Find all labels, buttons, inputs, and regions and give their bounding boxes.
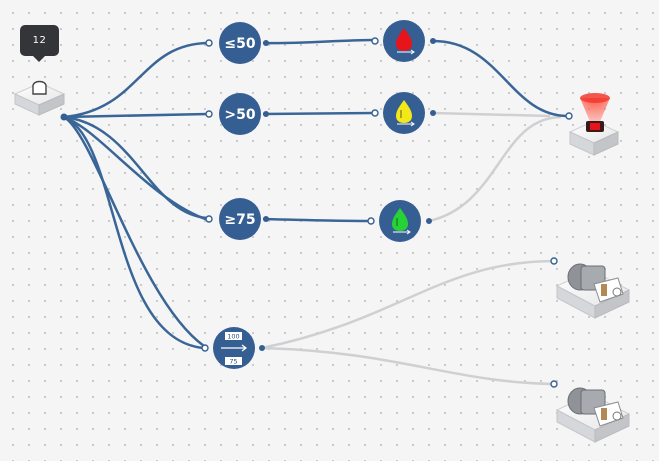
range-bottom-label: 75 (229, 358, 237, 366)
condition-node-ge75[interactable]: ≥75 (205, 198, 269, 240)
wire-map-to-motor-b[interactable] (261, 346, 554, 386)
motor-b-output-node[interactable] (550, 380, 631, 443)
wire-source-to-ge75-b[interactable] (63, 115, 209, 222)
wire-red-to-light[interactable] (432, 39, 568, 118)
red-drop-node[interactable] (371, 20, 436, 62)
wire-source-to-le50[interactable] (63, 41, 209, 119)
range-mapper-icon: 100 75 (221, 332, 247, 366)
green-drop-icon (392, 208, 411, 235)
wire-ge75-to-green[interactable] (262, 217, 371, 223)
tooltip-value: 12 (32, 35, 47, 46)
wire-yellow-to-light[interactable] (432, 111, 551, 118)
condition-node-le50[interactable]: ≤50 (205, 22, 269, 64)
red-drop-icon (396, 28, 415, 55)
servo-motor-icon (567, 263, 624, 303)
source-output-port[interactable] (60, 113, 68, 121)
green-drop-node[interactable] (367, 200, 432, 242)
wire-map-to-motor-a[interactable] (261, 259, 554, 350)
servo-motor-icon (567, 387, 624, 427)
motor-a-output-node[interactable] (550, 257, 631, 319)
condition-label-gt50: >50 (224, 107, 255, 123)
yellow-drop-node[interactable] (371, 92, 436, 134)
button-sensor-icon (32, 80, 47, 95)
wire-le50-to-red[interactable] (262, 38, 375, 45)
condition-label-le50: ≤50 (224, 36, 255, 52)
value-tooltip: 12 (20, 25, 59, 62)
light-output-node[interactable] (565, 93, 620, 156)
red-beacon-light-icon (580, 93, 610, 132)
range-mapper-node[interactable]: 100 75 (201, 327, 265, 369)
condition-node-gt50[interactable]: >50 (205, 93, 269, 135)
wire-gt50-to-yellow[interactable] (262, 111, 375, 116)
wire-source-to-map-b[interactable] (63, 115, 205, 348)
wire-source-to-gt50[interactable] (63, 112, 209, 119)
source-node[interactable] (13, 80, 68, 121)
yellow-drop-icon (396, 100, 415, 127)
range-top-label: 100 (227, 333, 239, 341)
wire-source-to-map[interactable] (63, 115, 205, 350)
condition-label-ge75: ≥75 (224, 212, 255, 228)
wire-source-to-ge75[interactable] (63, 115, 209, 220)
wire-green-to-light[interactable] (428, 115, 562, 223)
